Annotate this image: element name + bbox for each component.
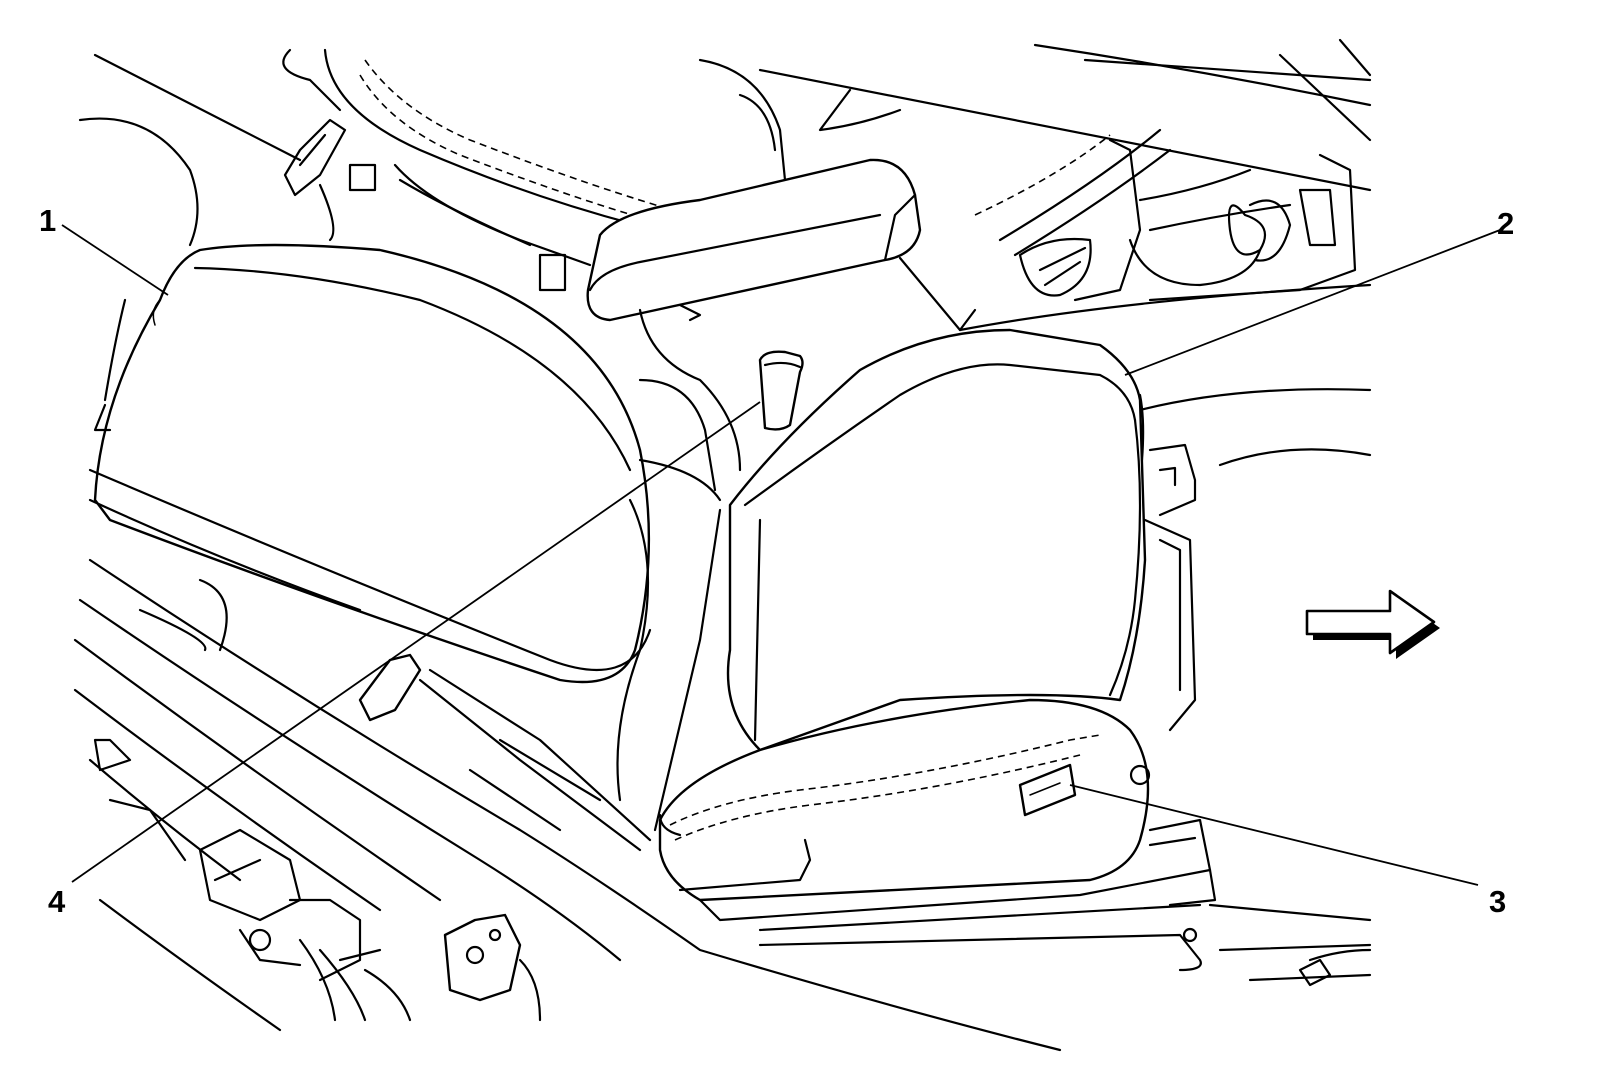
- right-arrow-icon: [1305, 589, 1440, 659]
- leader-4: [71, 401, 761, 883]
- callout-4: 4: [48, 884, 66, 919]
- leader-1: [61, 224, 169, 296]
- passenger-seat: [78, 117, 804, 832]
- leader-3: [1069, 784, 1479, 886]
- callout-3: 3: [1489, 884, 1506, 919]
- leader-lines: [61, 224, 1501, 886]
- callout-1: 1: [39, 203, 56, 238]
- driver-seat: [658, 328, 1197, 902]
- seat-track: [678, 818, 1372, 987]
- center-armrest: [586, 158, 977, 472]
- door-sill: [73, 558, 1062, 1052]
- interior-background: [93, 38, 1372, 467]
- leader-2: [1124, 229, 1501, 376]
- callout-2: 2: [1497, 206, 1514, 241]
